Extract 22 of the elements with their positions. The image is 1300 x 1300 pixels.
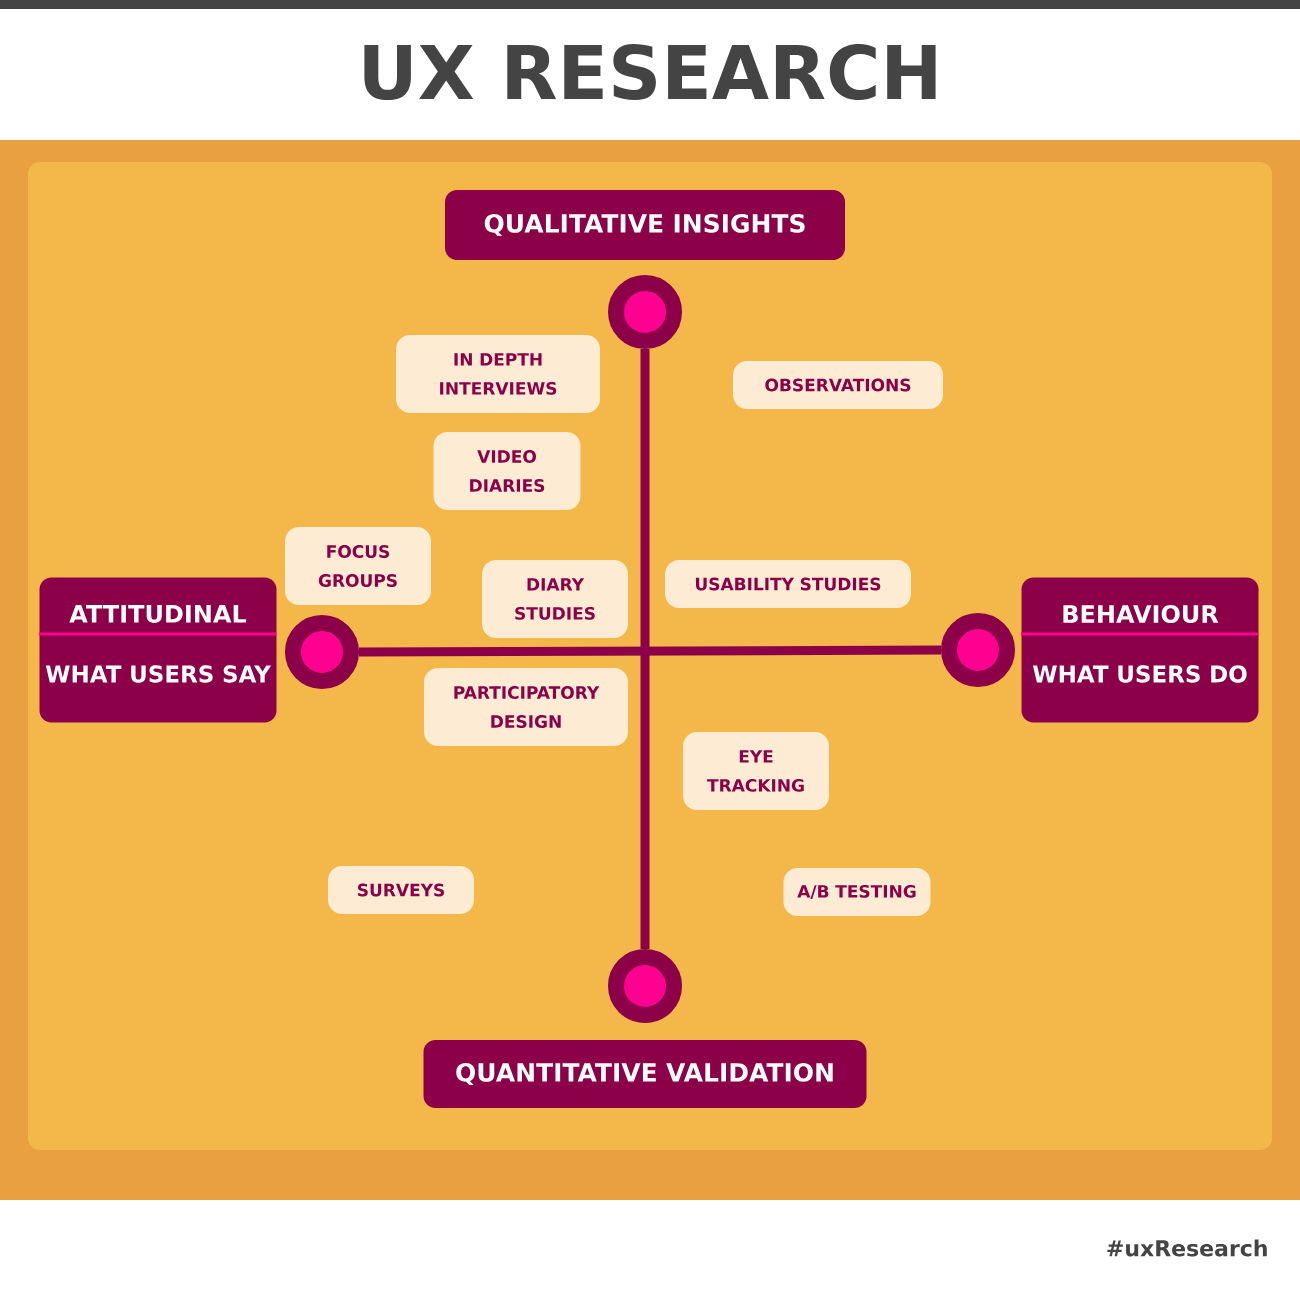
axis-end-circle xyxy=(285,615,359,689)
hashtag: #uxResearch xyxy=(1107,1239,1267,1257)
method-box: A/B TESTING xyxy=(783,868,931,916)
axis-line xyxy=(359,645,942,657)
axis-end-circle xyxy=(608,275,682,349)
method-box: PARTICIPATORY DESIGN xyxy=(424,668,628,746)
heading-box: QUALITATIVE INSIGHTS xyxy=(445,190,845,260)
method-box: OBSERVATIONS xyxy=(733,361,943,409)
method-box: FOCUS GROUPS xyxy=(285,527,431,605)
method-box: DIARY STUDIES xyxy=(482,560,628,638)
method-box: USABILITY STUDIES xyxy=(665,560,911,608)
method-box: EYE TRACKING xyxy=(683,732,829,810)
method-box: IN DEPTH INTERVIEWS xyxy=(396,335,600,413)
axis-end-circle xyxy=(608,949,682,1023)
axis-label-box: ATTITUDINAL WHAT USERS SAY xyxy=(39,577,277,723)
title: UX RESEARCH xyxy=(364,44,936,100)
heading-box: QUANTITATIVE VALIDATION xyxy=(423,1040,867,1108)
axis-end-circle xyxy=(941,613,1015,687)
method-box: VIDEO DIARIES xyxy=(433,432,581,510)
method-box: SURVEYS xyxy=(328,866,474,914)
axis-label-box: BEHAVIOUR WHAT USERS DO xyxy=(1021,577,1259,723)
axis-line xyxy=(640,349,650,949)
